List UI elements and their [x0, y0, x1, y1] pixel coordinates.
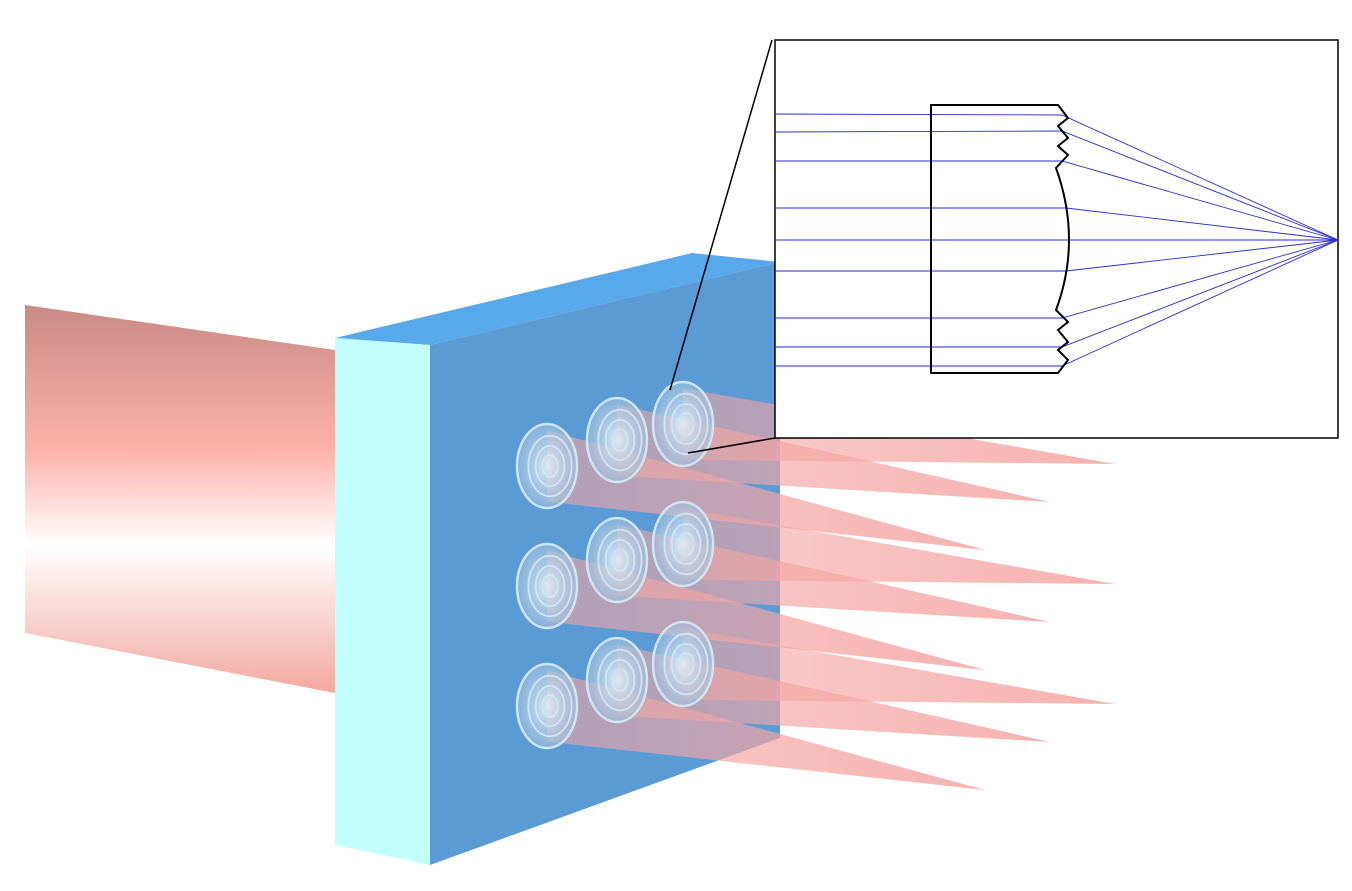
focus-cone	[617, 644, 1050, 742]
zoom-pointer-line-lower	[687, 437, 776, 454]
inset-ray	[775, 239, 1339, 367]
focus-cone	[617, 524, 1050, 622]
incident-beam	[25, 305, 335, 693]
lenslet	[515, 542, 579, 630]
lenslet	[651, 380, 715, 468]
inset-lens-cross-section	[774, 39, 1339, 439]
lenslet	[651, 500, 715, 588]
focus-cone	[547, 430, 985, 550]
substrate-top-face	[335, 253, 780, 345]
lenslet	[651, 620, 715, 708]
lenslet	[585, 636, 649, 724]
inset-ray	[775, 239, 1339, 319]
substrate-side-face	[335, 338, 430, 865]
inset-frame	[774, 39, 1339, 439]
focus-cone	[547, 670, 985, 790]
focus-cone	[617, 404, 1050, 502]
lenslet	[585, 516, 649, 604]
lenslet-array	[515, 380, 1115, 790]
focus-cone	[547, 550, 985, 670]
inset-ray	[774, 113, 1339, 241]
inset-fresnel-lens-outline	[930, 104, 1070, 374]
lenslet	[515, 422, 579, 510]
lenslet	[515, 662, 579, 750]
lenslet	[585, 396, 649, 484]
zoom-pointer-line-upper	[669, 39, 773, 391]
